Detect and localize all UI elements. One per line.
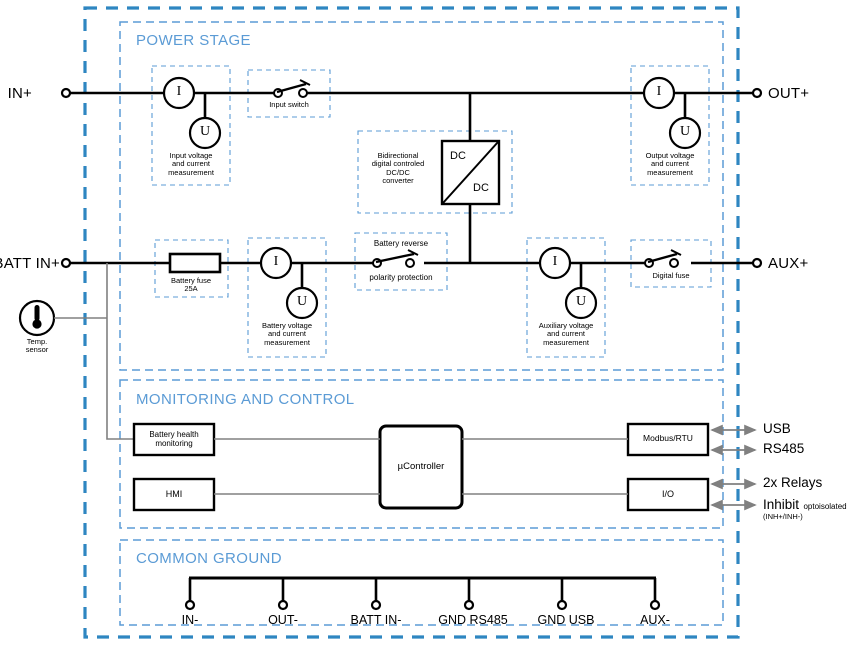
output-current-meter <box>642 76 676 110</box>
common-ground-title: COMMON GROUND <box>136 550 283 567</box>
ucontroller-label: µController <box>397 461 445 472</box>
digital-fuse-caption: Digital fuse <box>652 271 690 280</box>
ground-terminal-1[interactable] <box>184 599 196 611</box>
io-port-relays: 2x Relays <box>763 475 823 490</box>
battery-health-block[interactable] <box>132 422 216 457</box>
ground-label-gnd-usb: GND USB <box>537 613 595 627</box>
io-port-inhibit-label: Inhibit <box>763 497 800 512</box>
ground-terminal-5[interactable] <box>556 599 568 611</box>
input-measurement-outline <box>151 65 231 186</box>
hmi-block[interactable] <box>132 477 216 512</box>
battery-reverse-outline <box>354 232 448 291</box>
battery-fuse-outline <box>154 239 229 298</box>
temp-sensor-caption: Temp. sensor <box>25 337 49 355</box>
temp-sensor-symbol <box>18 299 56 337</box>
output-measurement-caption: Output voltage and current measurement <box>645 151 695 177</box>
common-ground-section-border <box>119 539 724 626</box>
hmi-label: HMI <box>165 489 183 499</box>
ground-label-in-minus: IN- <box>181 613 199 627</box>
aux-measurement-caption: Auxiliary voltage and current measuremen… <box>538 321 594 347</box>
battery-fuse-symbol <box>168 252 222 274</box>
battery-measurement-outline <box>247 237 327 358</box>
io-port-inhibit-pins: (INH+/INH-) <box>763 512 803 521</box>
dcdc-outline <box>357 130 513 214</box>
aux-measurement-outline <box>526 237 606 358</box>
battery-current-symbol: I <box>273 254 279 269</box>
battery-reverse-symbol[interactable] <box>372 249 419 268</box>
terminal-batt-in-plus[interactable] <box>60 257 72 269</box>
input-switch-caption: Input switch <box>269 100 309 109</box>
terminal-out-plus[interactable] <box>751 87 763 99</box>
input-current-meter <box>162 76 196 110</box>
aux-voltage-symbol: U <box>575 294 587 309</box>
terminal-label-aux-plus: AUX+ <box>768 255 809 272</box>
io-port-inhibit: Inhibit optoisolated <box>763 496 847 514</box>
ground-terminal-4[interactable] <box>463 599 475 611</box>
battery-fuse-caption: Battery fuse 25A <box>170 276 212 294</box>
dcdc-symbol-bottom-label: DC <box>473 182 489 194</box>
battery-voltage-symbol: U <box>296 294 308 309</box>
io-label: I/O <box>661 489 674 499</box>
terminal-in-plus[interactable] <box>60 87 72 99</box>
battery-reverse-caption-top: Battery reverse <box>373 239 429 248</box>
terminal-label-out-plus: OUT+ <box>768 85 810 102</box>
battery-reverse-caption-bottom: polarity protection <box>369 273 433 282</box>
terminal-label-batt-in-plus: BATT IN+ <box>0 255 60 272</box>
input-voltage-symbol: U <box>199 124 211 139</box>
io-port-inhibit-sub: optoisolated <box>803 502 847 511</box>
ground-terminal-3[interactable] <box>370 599 382 611</box>
io-port-usb: USB <box>763 421 791 436</box>
ucontroller-block[interactable] <box>378 424 464 510</box>
terminal-aux-plus[interactable] <box>751 257 763 269</box>
ground-label-aux-minus: AUX- <box>640 613 670 627</box>
input-switch-symbol[interactable] <box>273 79 311 98</box>
io-port-rs485: RS485 <box>763 441 805 456</box>
ground-terminal-2[interactable] <box>277 599 289 611</box>
ground-label-out-minus: OUT- <box>268 613 298 627</box>
power-stage-title: POWER STAGE <box>136 32 251 49</box>
terminal-label-in-plus: IN+ <box>7 85 32 102</box>
digital-fuse-symbol[interactable] <box>644 249 682 268</box>
input-current-symbol: I <box>176 84 182 99</box>
monitoring-section-title: MONITORING AND CONTROL <box>136 391 355 408</box>
power-stage-section-border <box>119 21 724 371</box>
dcdc-symbol-top-label: DC <box>450 150 466 162</box>
aux-current-meter <box>538 246 572 280</box>
battery-current-meter <box>259 246 293 280</box>
battery-health-label: Battery health monitoring <box>149 430 199 448</box>
modbus-label: Modbus/RTU <box>643 433 693 443</box>
aux-current-symbol: I <box>552 254 558 269</box>
dcdc-caption: Bidirectional digital controled DC/DC co… <box>371 151 425 186</box>
output-measurement-outline <box>630 65 710 186</box>
input-measurement-caption: Input voltage and current measurement <box>168 151 214 177</box>
dcdc-converter-symbol <box>440 139 501 206</box>
ground-terminal-6[interactable] <box>649 599 661 611</box>
battery-measurement-caption: Battery voltage and current measurement <box>261 321 313 347</box>
ground-label-gnd-rs485: GND RS485 <box>438 613 508 627</box>
output-current-symbol: I <box>656 84 662 99</box>
wire-batt-to-battery-health <box>106 263 134 440</box>
device-boundary <box>83 6 740 639</box>
ground-label-batt-in-minus: BATT IN- <box>350 613 402 627</box>
output-voltage-symbol: U <box>679 124 691 139</box>
